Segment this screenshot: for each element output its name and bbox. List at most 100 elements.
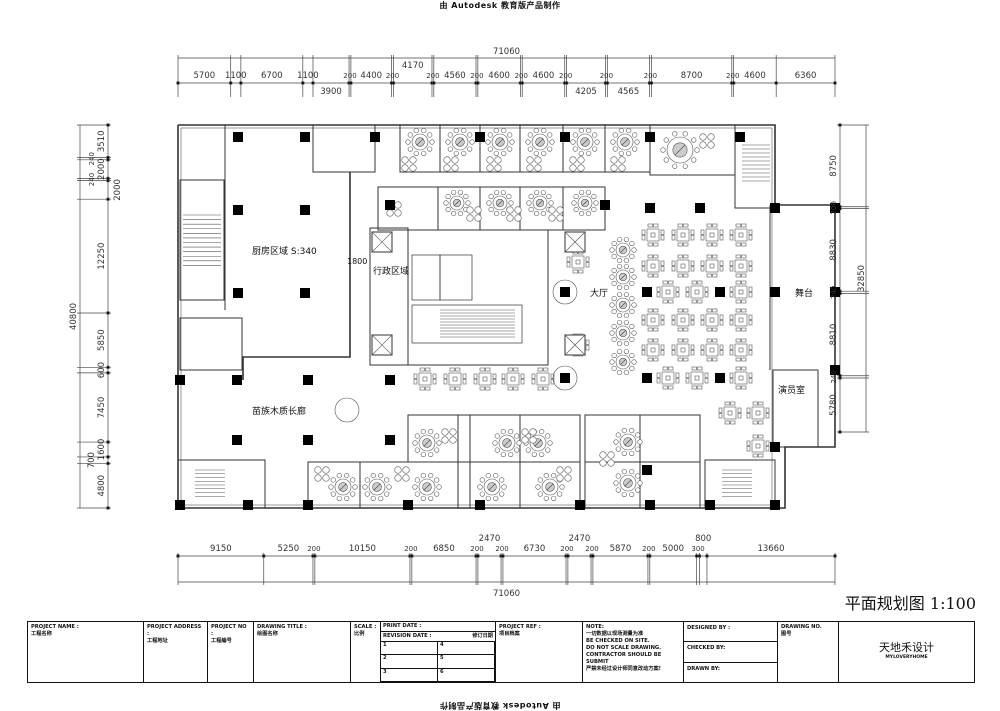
hall-label: 大厅 xyxy=(590,287,608,299)
chair xyxy=(407,146,413,152)
armchair xyxy=(529,428,537,436)
lazy-susan-hatch xyxy=(619,358,627,366)
dimension-tick-mark xyxy=(838,376,842,380)
column xyxy=(370,132,380,142)
chair xyxy=(632,132,638,138)
armchair xyxy=(506,206,514,214)
label-cn: 工程编号 xyxy=(211,638,232,644)
chair xyxy=(617,348,623,355)
chair xyxy=(735,385,741,390)
lazy-susan-hatch xyxy=(339,483,347,491)
table-center xyxy=(422,376,428,382)
chair xyxy=(592,132,598,138)
dimension-tick-mark xyxy=(106,455,110,459)
armchair xyxy=(474,214,482,222)
dimension-segment-label: 8810 xyxy=(829,324,839,346)
square-table xyxy=(641,338,665,362)
dimension-segment-label: 5780 xyxy=(829,394,839,416)
chair xyxy=(653,254,659,259)
lazy-susan-hatch xyxy=(456,138,464,146)
chair xyxy=(704,286,709,292)
chair xyxy=(436,484,442,490)
chair xyxy=(364,491,370,497)
dimension-tick-mark xyxy=(229,81,233,85)
chair xyxy=(378,472,384,479)
chair xyxy=(434,491,440,497)
project-no-cell: PROJECT NO :工程编号 xyxy=(208,622,254,682)
chair xyxy=(730,401,736,406)
note-cell: NOTE: 一切数据以现场测量为准 BE CHECKED ON SITE. DO… xyxy=(583,622,684,682)
square-table xyxy=(656,280,680,304)
dimension-tick-mark xyxy=(476,81,480,85)
chair xyxy=(613,480,619,486)
drawing-no-cell: DRAWING NO.图号 xyxy=(778,622,839,682)
column xyxy=(175,375,185,385)
dimension-segment-label: 200 xyxy=(343,72,356,80)
chair xyxy=(683,308,689,313)
chair xyxy=(412,440,418,446)
chair xyxy=(647,357,653,362)
chair xyxy=(534,210,540,217)
stair-treads xyxy=(742,144,770,182)
chair xyxy=(531,379,536,385)
chair xyxy=(457,189,463,196)
chair xyxy=(533,150,539,157)
chair xyxy=(746,407,751,413)
table-center xyxy=(482,376,488,382)
armchair xyxy=(556,474,564,482)
round-table xyxy=(405,127,435,157)
chair xyxy=(697,366,703,371)
chair xyxy=(690,235,695,241)
chair xyxy=(611,365,617,372)
square-table xyxy=(671,308,695,332)
note-line: 严禁未经过设计师同意改动方案! xyxy=(586,666,661,672)
chair xyxy=(557,491,563,497)
chair xyxy=(420,495,426,502)
lounge-set xyxy=(401,156,417,172)
chair xyxy=(626,127,632,134)
chair xyxy=(539,451,545,458)
chair xyxy=(675,286,680,292)
chair xyxy=(493,150,499,157)
table-center xyxy=(738,263,744,269)
dimension-segment-label: 200 xyxy=(470,72,483,80)
chair xyxy=(533,127,539,134)
table-center xyxy=(680,263,686,269)
note-line: CONTRACTOR SHOULD BE SUBMIT xyxy=(586,652,662,665)
chair xyxy=(615,473,621,479)
chair xyxy=(748,292,753,298)
column xyxy=(303,435,313,445)
revision-3: 3 xyxy=(381,668,438,682)
round-table xyxy=(492,428,522,458)
lazy-susan-hatch xyxy=(546,483,554,491)
armchair xyxy=(449,436,457,444)
chair xyxy=(434,447,440,453)
service-core xyxy=(407,229,549,366)
elevator xyxy=(371,231,393,253)
chair xyxy=(729,286,734,292)
dimension-segment-label: 6730 xyxy=(524,544,546,554)
dimension-tick-mark xyxy=(501,554,505,558)
chair xyxy=(660,320,665,326)
chair xyxy=(501,484,507,490)
chair xyxy=(719,235,724,241)
round-table xyxy=(609,263,637,291)
armchair xyxy=(521,436,529,444)
chair xyxy=(611,336,617,343)
table-center xyxy=(650,347,656,353)
chair xyxy=(419,367,425,372)
scale-cell: SCALE :比例 xyxy=(351,622,381,682)
armchair xyxy=(577,156,585,164)
chair xyxy=(623,312,629,319)
chair xyxy=(611,323,617,330)
square-table xyxy=(641,223,665,247)
chair xyxy=(729,314,734,320)
lounge-set xyxy=(394,466,410,482)
dimension-tick-mark xyxy=(732,81,736,85)
chair xyxy=(735,308,741,313)
lounge-set xyxy=(443,156,459,172)
dimension-segment-label: 6850 xyxy=(433,544,455,554)
chair xyxy=(578,127,584,134)
dimension-tick-mark xyxy=(391,81,395,85)
chair xyxy=(735,242,741,247)
